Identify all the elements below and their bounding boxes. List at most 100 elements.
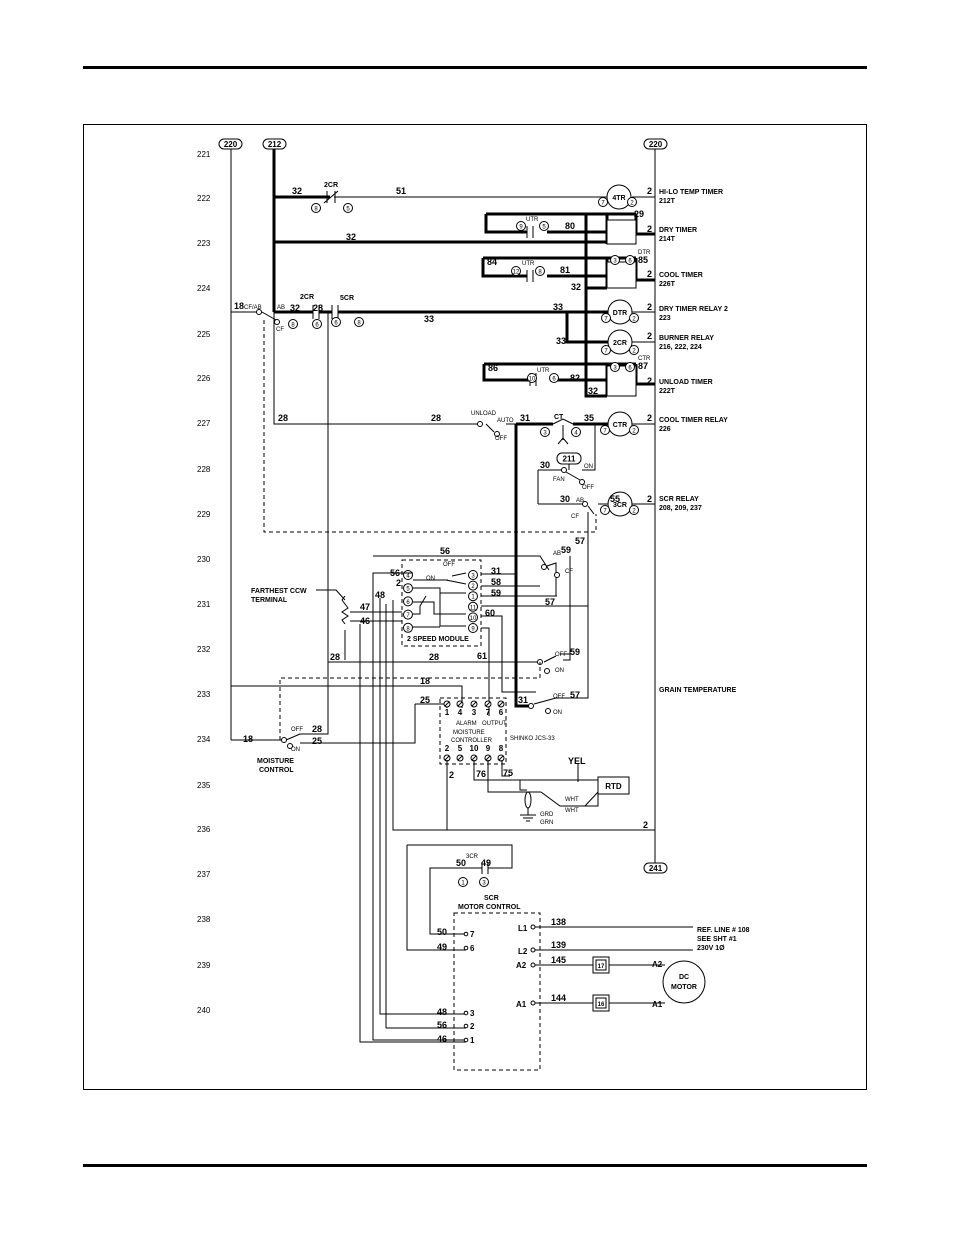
bus-212: 212: [262, 138, 287, 150]
bus-241: 241: [643, 862, 668, 874]
svg-text:241: 241: [649, 864, 663, 873]
svg-text:7: 7: [601, 201, 605, 207]
module-pin: 8: [406, 626, 410, 632]
svg-text:212: 212: [268, 140, 282, 149]
svg-text:DTR: DTR: [613, 310, 627, 317]
bus-220-right: 220: [643, 138, 668, 150]
svg-text:84: 84: [487, 257, 497, 267]
svg-text:31: 31: [518, 695, 528, 705]
svg-text:2: 2: [647, 494, 652, 504]
line-number: 238: [197, 915, 211, 924]
svg-text:32: 32: [290, 303, 300, 313]
svg-text:RTD: RTD: [605, 782, 622, 791]
svg-text:49: 49: [437, 942, 447, 952]
bus-220-left: 220: [218, 138, 243, 150]
svg-text:87: 87: [638, 361, 648, 371]
line-number: 227: [197, 419, 211, 428]
svg-text:CONTROLLER: CONTROLLER: [451, 738, 493, 744]
svg-text:16: 16: [598, 1002, 605, 1008]
line-number: 222: [197, 194, 211, 203]
svg-text:GRN: GRN: [540, 820, 553, 826]
line-number: 223: [197, 239, 211, 248]
module-pin: 4: [406, 574, 410, 580]
svg-text:48: 48: [375, 590, 385, 600]
svg-text:18: 18: [234, 301, 244, 311]
line-number: 229: [197, 510, 211, 519]
terminal-17: 17: [592, 956, 610, 974]
svg-text:2: 2: [647, 331, 652, 341]
line-number: 221: [197, 150, 211, 159]
svg-text:28: 28: [312, 724, 322, 734]
svg-text:3CR: 3CR: [466, 854, 479, 860]
right-labels: HI-LO TEMP TIMER 212T DRY TIMER 214T COO…: [659, 189, 737, 694]
svg-text:49: 49: [481, 858, 491, 868]
svg-text:7: 7: [603, 509, 607, 515]
svg-text:CTR: CTR: [613, 422, 627, 429]
line-number: 224: [197, 284, 211, 293]
svg-text:CTR: CTR: [638, 356, 651, 362]
svg-text:3: 3: [543, 431, 547, 437]
svg-text:50: 50: [437, 927, 447, 937]
svg-text:2: 2: [647, 376, 652, 386]
scr-terminal: 3: [470, 1009, 475, 1018]
svg-text:31: 31: [520, 413, 530, 423]
svg-text:46: 46: [437, 1034, 447, 1044]
svg-text:222T: 222T: [659, 388, 676, 395]
svg-text:CF: CF: [276, 327, 284, 333]
svg-text:UNLOAD TIMER: UNLOAD TIMER: [659, 379, 713, 386]
svg-text:3: 3: [613, 366, 617, 372]
svg-text:2CR: 2CR: [324, 182, 338, 189]
svg-text:4: 4: [574, 431, 578, 437]
line-number: 231: [197, 600, 211, 609]
svg-text:32: 32: [292, 186, 302, 196]
module-pin: 1: [471, 595, 475, 601]
svg-text:6: 6: [334, 321, 338, 327]
svg-text:25: 25: [420, 695, 430, 705]
svg-text:2: 2: [647, 413, 652, 423]
mc-terminal-label: 2: [445, 744, 450, 753]
svg-text:28: 28: [431, 413, 441, 423]
svg-text:3: 3: [482, 881, 486, 887]
dtr-coil: [607, 299, 633, 325]
svg-text:REF. LINE # 108: REF. LINE # 108: [697, 927, 750, 934]
svg-text:139: 139: [551, 940, 566, 950]
terminal-16: 16: [592, 994, 610, 1012]
svg-text:61: 61: [477, 651, 487, 661]
svg-text:3CR: 3CR: [613, 502, 627, 509]
svg-text:28: 28: [429, 652, 439, 662]
rtd-box: [597, 776, 630, 795]
svg-text:FARTHEST CCW: FARTHEST CCW: [251, 588, 307, 595]
module-pin: 2: [471, 584, 475, 590]
svg-text:MOTOR: MOTOR: [671, 984, 697, 991]
svg-text:OFF: OFF: [495, 436, 507, 442]
svg-text:32: 32: [571, 282, 581, 292]
svg-text:33: 33: [424, 314, 434, 324]
line-number: 239: [197, 961, 211, 970]
2cr-coil: [607, 329, 633, 355]
line-number: 228: [197, 465, 211, 474]
svg-text:18: 18: [243, 734, 253, 744]
svg-text:OFF: OFF: [291, 727, 303, 733]
svg-text:31: 31: [491, 566, 501, 576]
svg-text:SEE SHT #1: SEE SHT #1: [697, 936, 737, 943]
svg-text:UNLOAD: UNLOAD: [471, 411, 497, 417]
svg-text:2: 2: [647, 302, 652, 312]
svg-text:AUTO: AUTO: [497, 418, 514, 424]
mc-terminal-label: 4: [458, 708, 463, 717]
mc-terminal-label: 3: [472, 708, 477, 717]
svg-text:138: 138: [551, 917, 566, 927]
svg-text:CT: CT: [554, 414, 564, 421]
line-number: 233: [197, 690, 211, 699]
svg-text:58: 58: [491, 577, 501, 587]
svg-text:25: 25: [312, 736, 322, 746]
svg-text:7: 7: [604, 349, 608, 355]
svg-text:226: 226: [659, 426, 671, 433]
svg-text:28: 28: [278, 413, 288, 423]
dry-timer-block: [606, 219, 637, 245]
line-number: 226: [197, 374, 211, 383]
svg-text:CONTROL: CONTROL: [259, 767, 294, 774]
svg-text:48: 48: [437, 1007, 447, 1017]
mc-terminal-label: 9: [486, 744, 491, 753]
